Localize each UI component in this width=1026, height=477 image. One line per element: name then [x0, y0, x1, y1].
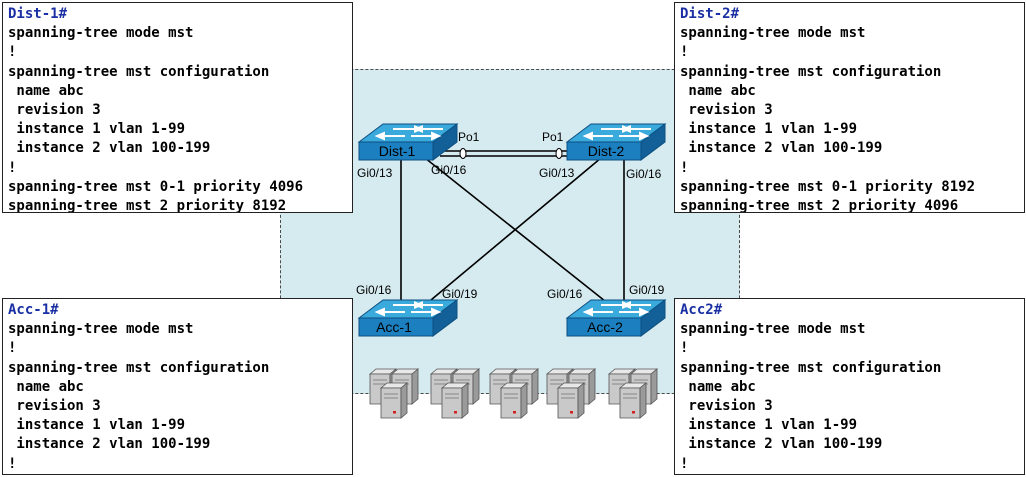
config-line: revision 3: [680, 101, 773, 118]
config-prompt: Acc2#: [680, 302, 723, 318]
port-label-acc2-gi019: Gi0/19: [629, 283, 665, 297]
config-line: name abc: [680, 82, 756, 99]
config-prompt: Dist-2#: [680, 6, 740, 22]
config-line: !: [680, 340, 689, 357]
config-line: instance 2 vlan 100-199: [8, 436, 211, 453]
server-cluster-icon-3: [489, 368, 539, 419]
port-label-acc2-gi016: Gi0/16: [547, 287, 583, 301]
port-channel-po1: [440, 148, 580, 159]
config-line: spanning-tree mst 0-1 priority 4096: [8, 178, 304, 195]
config-line: spanning-tree mst 2 priority 4096: [680, 197, 959, 213]
server-cluster-icon-2: [430, 368, 480, 419]
port-label-dist2-gi016: Gi0/16: [626, 167, 662, 181]
config-line: instance 1 vlan 1-99: [8, 121, 186, 138]
config-line: name abc: [8, 378, 84, 395]
config-box-acc1: Acc-1# spanning-tree mode mst ! spanning…: [2, 298, 353, 475]
port-label-po1-left: Po1: [458, 130, 480, 144]
config-line: spanning-tree mst 2 priority 8192: [8, 197, 287, 213]
port-label-po1-right: Po1: [542, 130, 564, 144]
config-line: !: [680, 159, 689, 176]
config-line: revision 3: [8, 397, 101, 414]
config-line: instance 1 vlan 1-99: [680, 417, 858, 434]
config-line: !: [8, 455, 17, 472]
config-prompt: Acc-1#: [8, 302, 59, 318]
config-line: spanning-tree mst configuration: [8, 359, 270, 376]
switch-label-dist2: Dist-2: [588, 143, 625, 159]
config-line: !: [8, 44, 17, 61]
config-line: instance 2 vlan 100-199: [8, 140, 211, 157]
server-cluster-icon-1: [369, 368, 419, 419]
network-zone: [280, 69, 740, 394]
port-label-dist1-gi016: Gi0/16: [431, 163, 467, 177]
switch-label-acc1: Acc-1: [376, 319, 412, 335]
config-line: spanning-tree mode mst: [680, 25, 866, 42]
config-line: !: [680, 44, 689, 61]
port-label-acc1-gi016: Gi0/16: [356, 283, 392, 297]
port-label-acc1-gi019: Gi0/19: [442, 287, 478, 301]
config-box-dist1: Dist-1# spanning-tree mode mst ! spannin…: [2, 2, 353, 213]
config-line: spanning-tree mst configuration: [680, 63, 942, 80]
config-line: spanning-tree mode mst: [680, 321, 866, 338]
config-line: spanning-tree mst 0-1 priority 8192: [680, 178, 976, 195]
switch-label-dist1: Dist-1: [379, 143, 416, 159]
config-line: !: [8, 159, 17, 176]
config-line: revision 3: [8, 101, 101, 118]
port-label-dist1-gi013: Gi0/13: [357, 166, 393, 180]
config-line: instance 1 vlan 1-99: [8, 417, 186, 434]
config-line: spanning-tree mst configuration: [680, 359, 942, 376]
config-line: !: [8, 340, 17, 357]
config-box-dist2: Dist-2# spanning-tree mode mst ! spannin…: [674, 2, 1025, 213]
server-cluster-icon-4: [546, 368, 596, 419]
config-prompt: Dist-1#: [8, 6, 68, 22]
config-line: !: [680, 455, 689, 472]
link-dist1-acc2: [424, 157, 611, 306]
config-line: instance 1 vlan 1-99: [680, 121, 858, 138]
config-line: spanning-tree mst configuration: [8, 63, 270, 80]
config-line: spanning-tree mode mst: [8, 25, 194, 42]
config-line: spanning-tree mode mst: [8, 321, 194, 338]
switch-label-acc2: Acc-2: [587, 319, 623, 335]
config-box-acc2: Acc2# spanning-tree mode mst ! spanning-…: [674, 298, 1025, 475]
config-line: name abc: [8, 82, 84, 99]
config-line: instance 2 vlan 100-199: [680, 140, 883, 157]
server-cluster-icon-5: [608, 368, 658, 419]
port-label-dist2-gi013: Gi0/13: [539, 166, 575, 180]
config-line: name abc: [680, 378, 756, 395]
config-line: revision 3: [680, 397, 773, 414]
link-dist2-acc1: [424, 157, 602, 306]
config-line: instance 2 vlan 100-199: [680, 436, 883, 453]
